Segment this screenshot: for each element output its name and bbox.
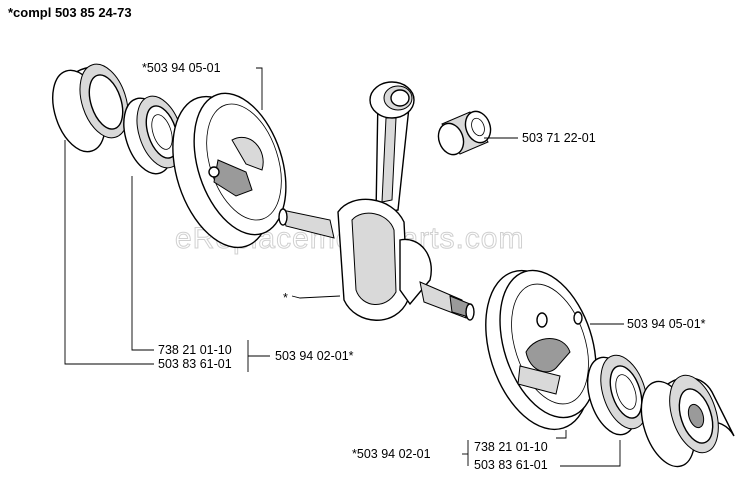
right-seal-ring <box>640 374 735 468</box>
label-group-bottom: *503 94 02-01 <box>352 447 431 461</box>
left-ball-bearing <box>123 95 184 175</box>
label-group-left: 503 94 02-01* <box>275 349 354 363</box>
left-seal-ring <box>52 63 135 153</box>
crankshaft-assembly <box>278 81 475 321</box>
label-needle-bearing: 503 71 22-01 <box>522 131 596 145</box>
label-bearing-bottom-b: 503 83 61-01 <box>474 458 548 472</box>
label-bearing-bottom-a: 738 21 01-10 <box>474 440 548 454</box>
needle-bearing <box>437 110 492 156</box>
right-ball-bearing <box>586 354 648 436</box>
label-flywheel-half-right: 503 94 05-01* <box>627 317 706 331</box>
leader-lines <box>64 67 624 467</box>
label-bearing-left-b: 503 83 61-01 <box>158 357 232 371</box>
compl-part-number: *compl 503 85 24-73 <box>8 5 132 20</box>
right-flywheel-half <box>485 269 597 431</box>
label-flywheel-half-top: *503 94 05-01 <box>142 61 221 75</box>
label-crankshaft: * <box>283 291 288 305</box>
label-bearing-left-a: 738 21 01-10 <box>158 343 232 357</box>
left-flywheel-half <box>172 92 287 249</box>
